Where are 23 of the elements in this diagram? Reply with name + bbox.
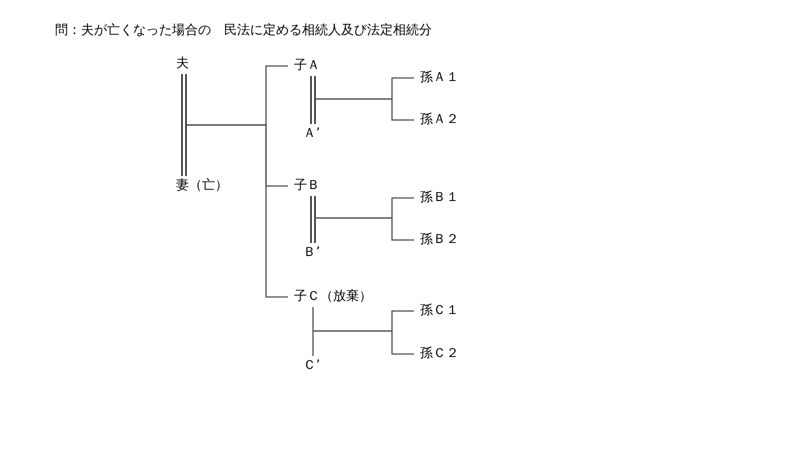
person-label: Ｂ’ — [303, 244, 320, 262]
person-label: 孫Ｃ２ — [420, 345, 459, 363]
marriage-double-line — [181, 73, 187, 177]
person-label: 子Ａ — [294, 57, 320, 75]
person-label: Ａ’ — [303, 125, 320, 143]
question-title: 問：夫が亡くなった場合の 民法に定める相続人及び法定相続分 — [55, 22, 432, 40]
person-label: 孫Ａ２ — [420, 111, 459, 129]
person-label: 子Ｃ（放棄） — [294, 288, 372, 306]
person-label: 孫Ｂ１ — [420, 189, 459, 207]
person-label: 孫Ｂ２ — [420, 231, 459, 249]
person-label: Ｃ’ — [303, 357, 320, 375]
descent-line — [186, 124, 288, 298]
descent-line — [315, 98, 414, 121]
partner-line — [312, 307, 314, 356]
marriage-double-line — [310, 195, 316, 244]
person-label: 孫Ｃ１ — [420, 302, 459, 320]
person-label: 妻（亡） — [176, 177, 228, 195]
descent-line — [313, 330, 414, 355]
descent-line — [315, 217, 414, 241]
person-label: 子Ｂ — [294, 177, 320, 195]
person-label: 夫 — [176, 55, 189, 73]
person-label: 孫Ａ１ — [420, 69, 459, 87]
marriage-double-line — [310, 75, 316, 125]
